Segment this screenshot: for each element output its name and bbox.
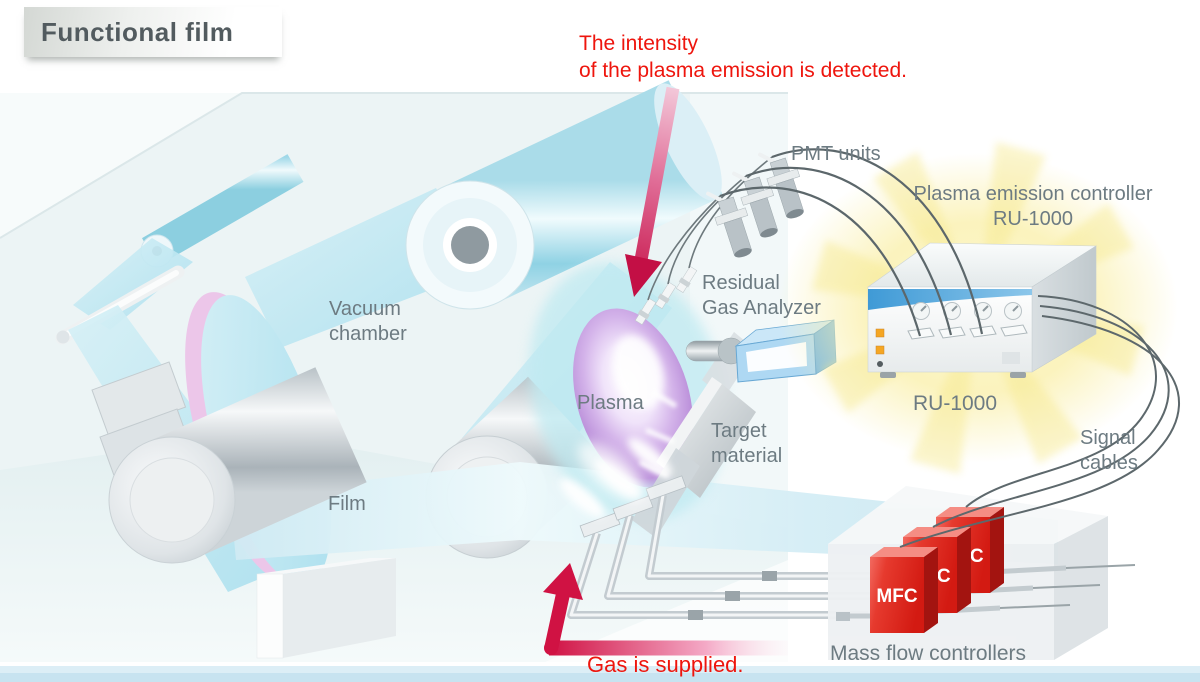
emission-detected-arrow xyxy=(625,86,680,297)
target-label-line1: Target xyxy=(711,420,767,442)
target-label-line2: material xyxy=(711,445,783,467)
mfc-label: MFC xyxy=(876,586,917,607)
target-material-label: Target material xyxy=(711,419,782,469)
gas-supplied-annotation: Gas is supplied. xyxy=(587,652,744,677)
ru1000-indicator xyxy=(875,345,885,355)
pec-label-line2: RU-1000 xyxy=(992,208,1074,230)
pmt-to-controller-cables xyxy=(719,148,984,337)
mfc-pedestal xyxy=(828,486,1108,660)
pmt-units xyxy=(706,152,804,258)
optical-probes xyxy=(634,265,698,325)
vacuum-chamber-label: Vacuum chamber xyxy=(329,297,407,347)
probe-fiber-cables xyxy=(647,156,773,301)
ru1000-knobs xyxy=(912,302,1022,320)
film-label: Film xyxy=(328,493,366,515)
plasma-label: Plasma xyxy=(577,392,644,414)
top-annotation-line1: The intensity xyxy=(579,32,699,55)
page-title: Functional film xyxy=(41,17,234,47)
signal-label-line2: cables xyxy=(1080,452,1138,474)
top-annotation-line2: of the plasma emission is detected. xyxy=(579,59,908,82)
ru1000-ports xyxy=(907,324,1028,340)
film-transport xyxy=(55,80,1058,592)
pec-label-line1: Plasma emission controller xyxy=(913,183,1153,205)
gas-jets xyxy=(559,437,673,518)
mfc-unit: MFC xyxy=(836,547,938,633)
target-material xyxy=(632,332,756,538)
gas-nozzle xyxy=(579,475,687,538)
pmt-units-label: PMT units xyxy=(791,143,881,165)
title-banner: Functional film xyxy=(24,7,282,57)
rga-label-line2: Gas Analyzer xyxy=(702,297,821,319)
plasma-emission-controller-label: Plasma emission controller RU-1000 xyxy=(902,182,1164,232)
winding-roller xyxy=(108,367,367,564)
rga-label-line1: Residual xyxy=(702,272,780,294)
mass-flow-controllers: MFC MFC MFC xyxy=(836,507,1136,633)
ru1000-indicator xyxy=(875,328,885,338)
signal-label-line1: Signal xyxy=(1080,427,1136,449)
signal-cables-label: Signal cables xyxy=(1080,426,1138,476)
ru1000-label: RU-1000 xyxy=(913,392,998,415)
bottom-strip xyxy=(0,666,1200,682)
vacuum-label-line1: Vacuum xyxy=(329,298,401,320)
signal-cables xyxy=(899,295,1180,548)
top-annotation: The intensity of the plasma emission is … xyxy=(579,30,907,84)
rga-label: Residual Gas Analyzer xyxy=(702,271,821,321)
pmt-unit xyxy=(706,191,752,258)
mass-flow-controllers-label: Mass flow controllers xyxy=(830,642,1027,665)
vacuum-label-line2: chamber xyxy=(329,323,407,345)
chamber-divider xyxy=(256,558,396,659)
gas-supply-arrow xyxy=(543,563,788,656)
